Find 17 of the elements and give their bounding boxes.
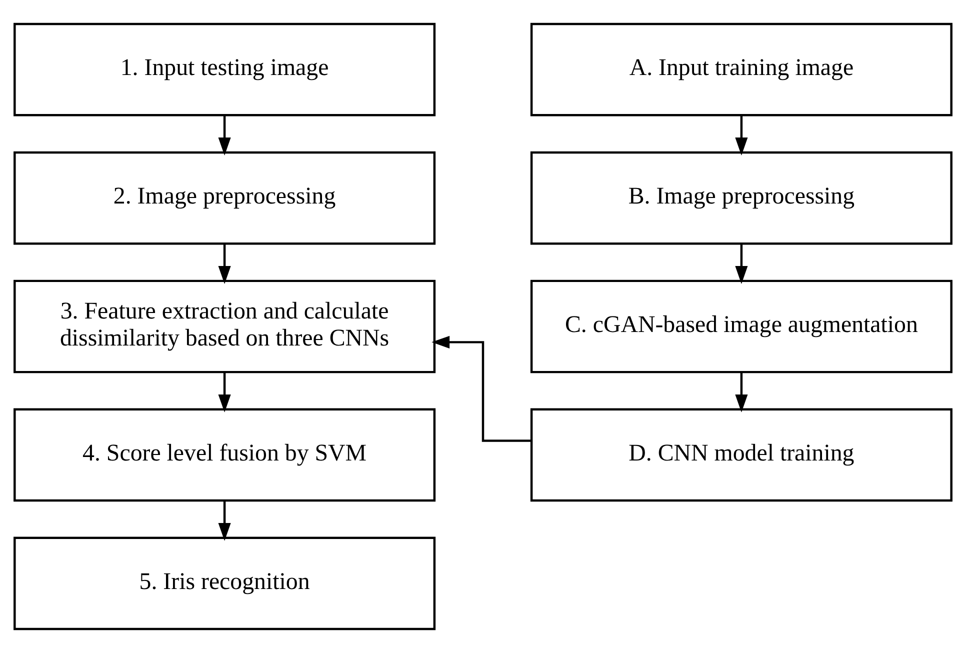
node-box: 3. Feature extraction and calculate dissimilarity based on three CNNs xyxy=(14,279,436,373)
arrow xyxy=(735,372,748,412)
arrow xyxy=(218,500,231,540)
node-box: 4. Score level fusion by SVM xyxy=(14,408,436,502)
arrow xyxy=(432,335,531,442)
node-box: C. cGAN-based image augmentation xyxy=(530,279,952,373)
node-box: D. CNN model training xyxy=(530,408,952,502)
node-box: 5. Iris recognition xyxy=(14,536,436,630)
arrow xyxy=(735,114,748,155)
node-box: A. Input training image xyxy=(530,22,952,116)
arrow xyxy=(735,243,748,284)
arrow xyxy=(218,114,231,155)
arrow xyxy=(218,243,231,284)
arrow xyxy=(218,372,231,412)
node-box: 1. Input testing image xyxy=(14,22,436,116)
node-box: B. Image preprocessing xyxy=(530,150,952,244)
node-box: 2. Image preprocessing xyxy=(14,150,436,244)
